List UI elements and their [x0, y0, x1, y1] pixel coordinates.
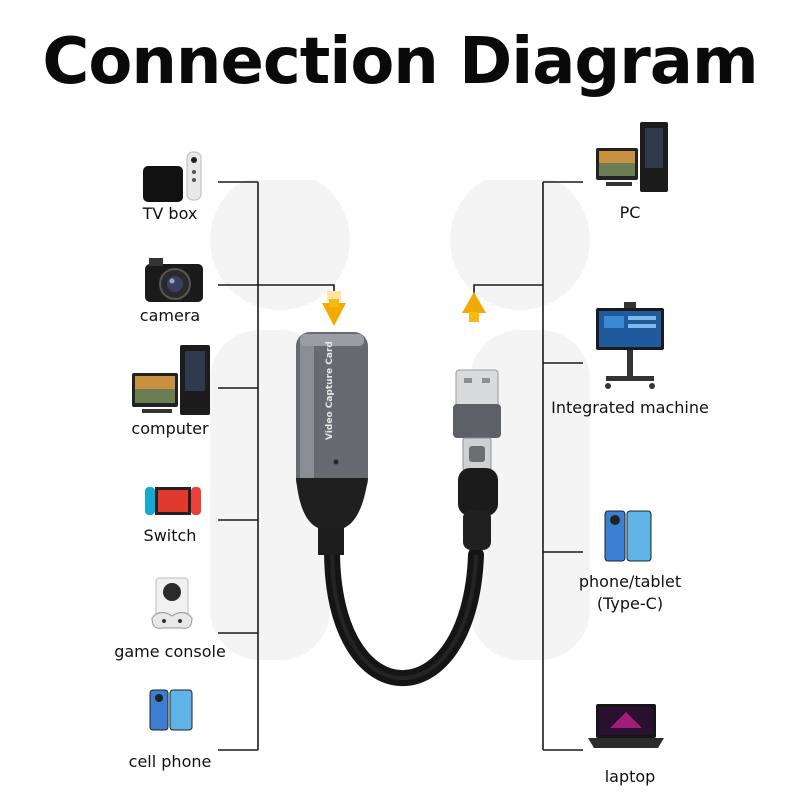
tv-box-icon [143, 151, 202, 202]
game-console-icon [151, 577, 193, 629]
label-game-console: game console [114, 642, 226, 661]
label-tv-box: TV box [142, 204, 198, 223]
capture-card [296, 332, 368, 555]
label-type-c: (Type-C) [596, 594, 664, 613]
label-cell-phone: cell phone [128, 752, 212, 771]
label-computer: computer [131, 419, 209, 438]
page-title: Connection Diagram [42, 25, 758, 99]
camera-icon [145, 258, 203, 302]
usb-a-plug [453, 369, 501, 438]
input-arrow-icon [322, 291, 346, 326]
usb-c-plug [458, 437, 498, 550]
label-pc: PC [619, 203, 641, 222]
computer-icon [132, 345, 210, 415]
laptop-icon [588, 704, 664, 748]
label-laptop: laptop [604, 767, 656, 786]
game-switch-icon [145, 487, 201, 515]
phone-tablet-icon [604, 510, 652, 562]
integrated-machine-icon [596, 302, 664, 389]
cable [324, 542, 484, 687]
output-arrow-icon [462, 292, 486, 322]
label-switch: Switch [143, 526, 197, 545]
card-label: Video Capture Card [325, 341, 335, 440]
cell-phone-icon [149, 689, 193, 731]
label-integrated-machine: Integrated machine [551, 398, 709, 417]
label-phone-tablet: phone/tablet [578, 572, 682, 591]
label-camera: camera [139, 306, 201, 325]
pc-icon [596, 122, 668, 192]
